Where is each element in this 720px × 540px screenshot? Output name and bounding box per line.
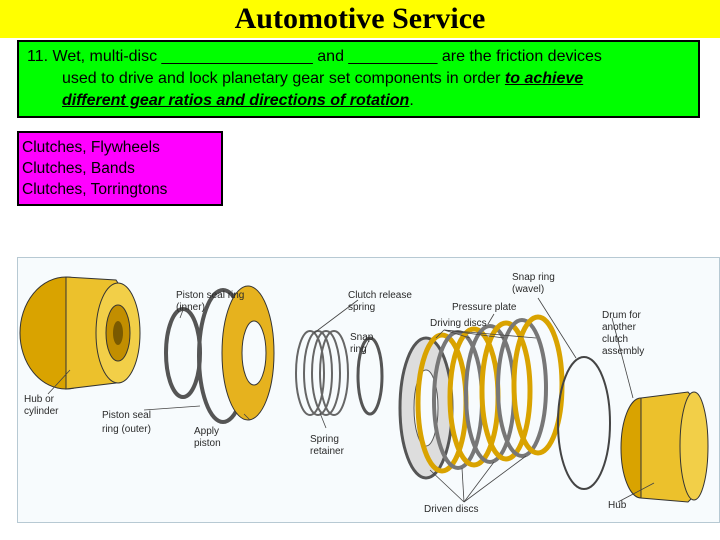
label-snap-ring-2: ring: [350, 344, 367, 355]
label-piston-seal-inner-2: (inner): [176, 302, 205, 313]
snap-ring-wavel-part: [557, 356, 611, 490]
label-drum-2: another: [602, 322, 637, 333]
question-line-3: different gear ratios and directions of …: [27, 90, 690, 112]
piston-seal-ring-inner-part: [164, 307, 202, 399]
clutch-pack-discs: [398, 314, 565, 480]
label-hub-cylinder-2: cylinder: [24, 406, 59, 417]
label-apply-piston-2: piston: [194, 438, 221, 449]
label-piston-seal-outer-1: Piston seal: [102, 410, 151, 421]
label-apply-piston-1: Apply: [194, 426, 219, 437]
label-drum-1: Drum for: [602, 310, 642, 321]
clutch-exploded-view: Hub or cylinder Piston seal ring (inner)…: [19, 272, 709, 515]
label-spring-retainer-1: Spring: [310, 434, 339, 445]
label-driving-discs: Driving discs: [430, 318, 487, 329]
label-pressure-plate: Pressure plate: [452, 302, 517, 313]
question-line-2-text: used to drive and lock planetary gear se…: [62, 70, 505, 87]
label-snap-ring-wavel-2: (wavel): [512, 284, 544, 295]
leader-lines: [47, 297, 655, 503]
question-line-3-end: .: [409, 92, 414, 109]
label-clutch-release-spring-2: spring: [348, 302, 375, 313]
answer-choice-2: Clutches, Bands: [22, 160, 135, 177]
label-hub: Hub: [608, 500, 627, 511]
question-emphasis-2: different gear ratios and directions of …: [62, 92, 410, 109]
clutch-release-spring-part: [295, 330, 349, 416]
label-driven-discs: Driven discs: [424, 504, 478, 515]
title-bar: Automotive Service: [0, 0, 720, 38]
label-piston-seal-outer-2: ring (outer): [102, 424, 151, 435]
question-line-2: used to drive and lock planetary gear se…: [27, 68, 690, 90]
question-box: 11. Wet, multi-disc _________________ an…: [17, 40, 700, 118]
label-snap-ring-1: Snap: [350, 332, 374, 343]
answer-choice-1: Clutches, Flywheels: [22, 139, 160, 156]
hub-cylinder-part: [19, 276, 141, 390]
label-clutch-release-spring-1: Clutch release: [348, 290, 412, 301]
label-drum-3: clutch: [602, 334, 628, 345]
drum-hub-part: [620, 391, 709, 503]
label-snap-ring-wavel-1: Snap ring: [512, 272, 555, 283]
answer-choices-box: Clutches, Flywheels Clutches, Bands Clut…: [17, 131, 223, 206]
label-hub-cylinder-1: Hub or: [24, 394, 55, 405]
question-emphasis-1: to achieve: [504, 70, 584, 87]
answer-choice-3: Clutches, Torringtons: [22, 181, 168, 198]
question-line-1: 11. Wet, multi-disc _________________ an…: [27, 48, 602, 65]
clutch-assembly-diagram: Hub or cylinder Piston seal ring (inner)…: [17, 257, 720, 523]
label-drum-4: assembly: [602, 346, 644, 357]
page-title: Automotive Service: [234, 2, 486, 35]
label-spring-retainer-2: retainer: [310, 446, 345, 457]
label-piston-seal-inner-1: Piston seal ring: [176, 290, 244, 301]
apply-piston-part: [221, 285, 275, 421]
